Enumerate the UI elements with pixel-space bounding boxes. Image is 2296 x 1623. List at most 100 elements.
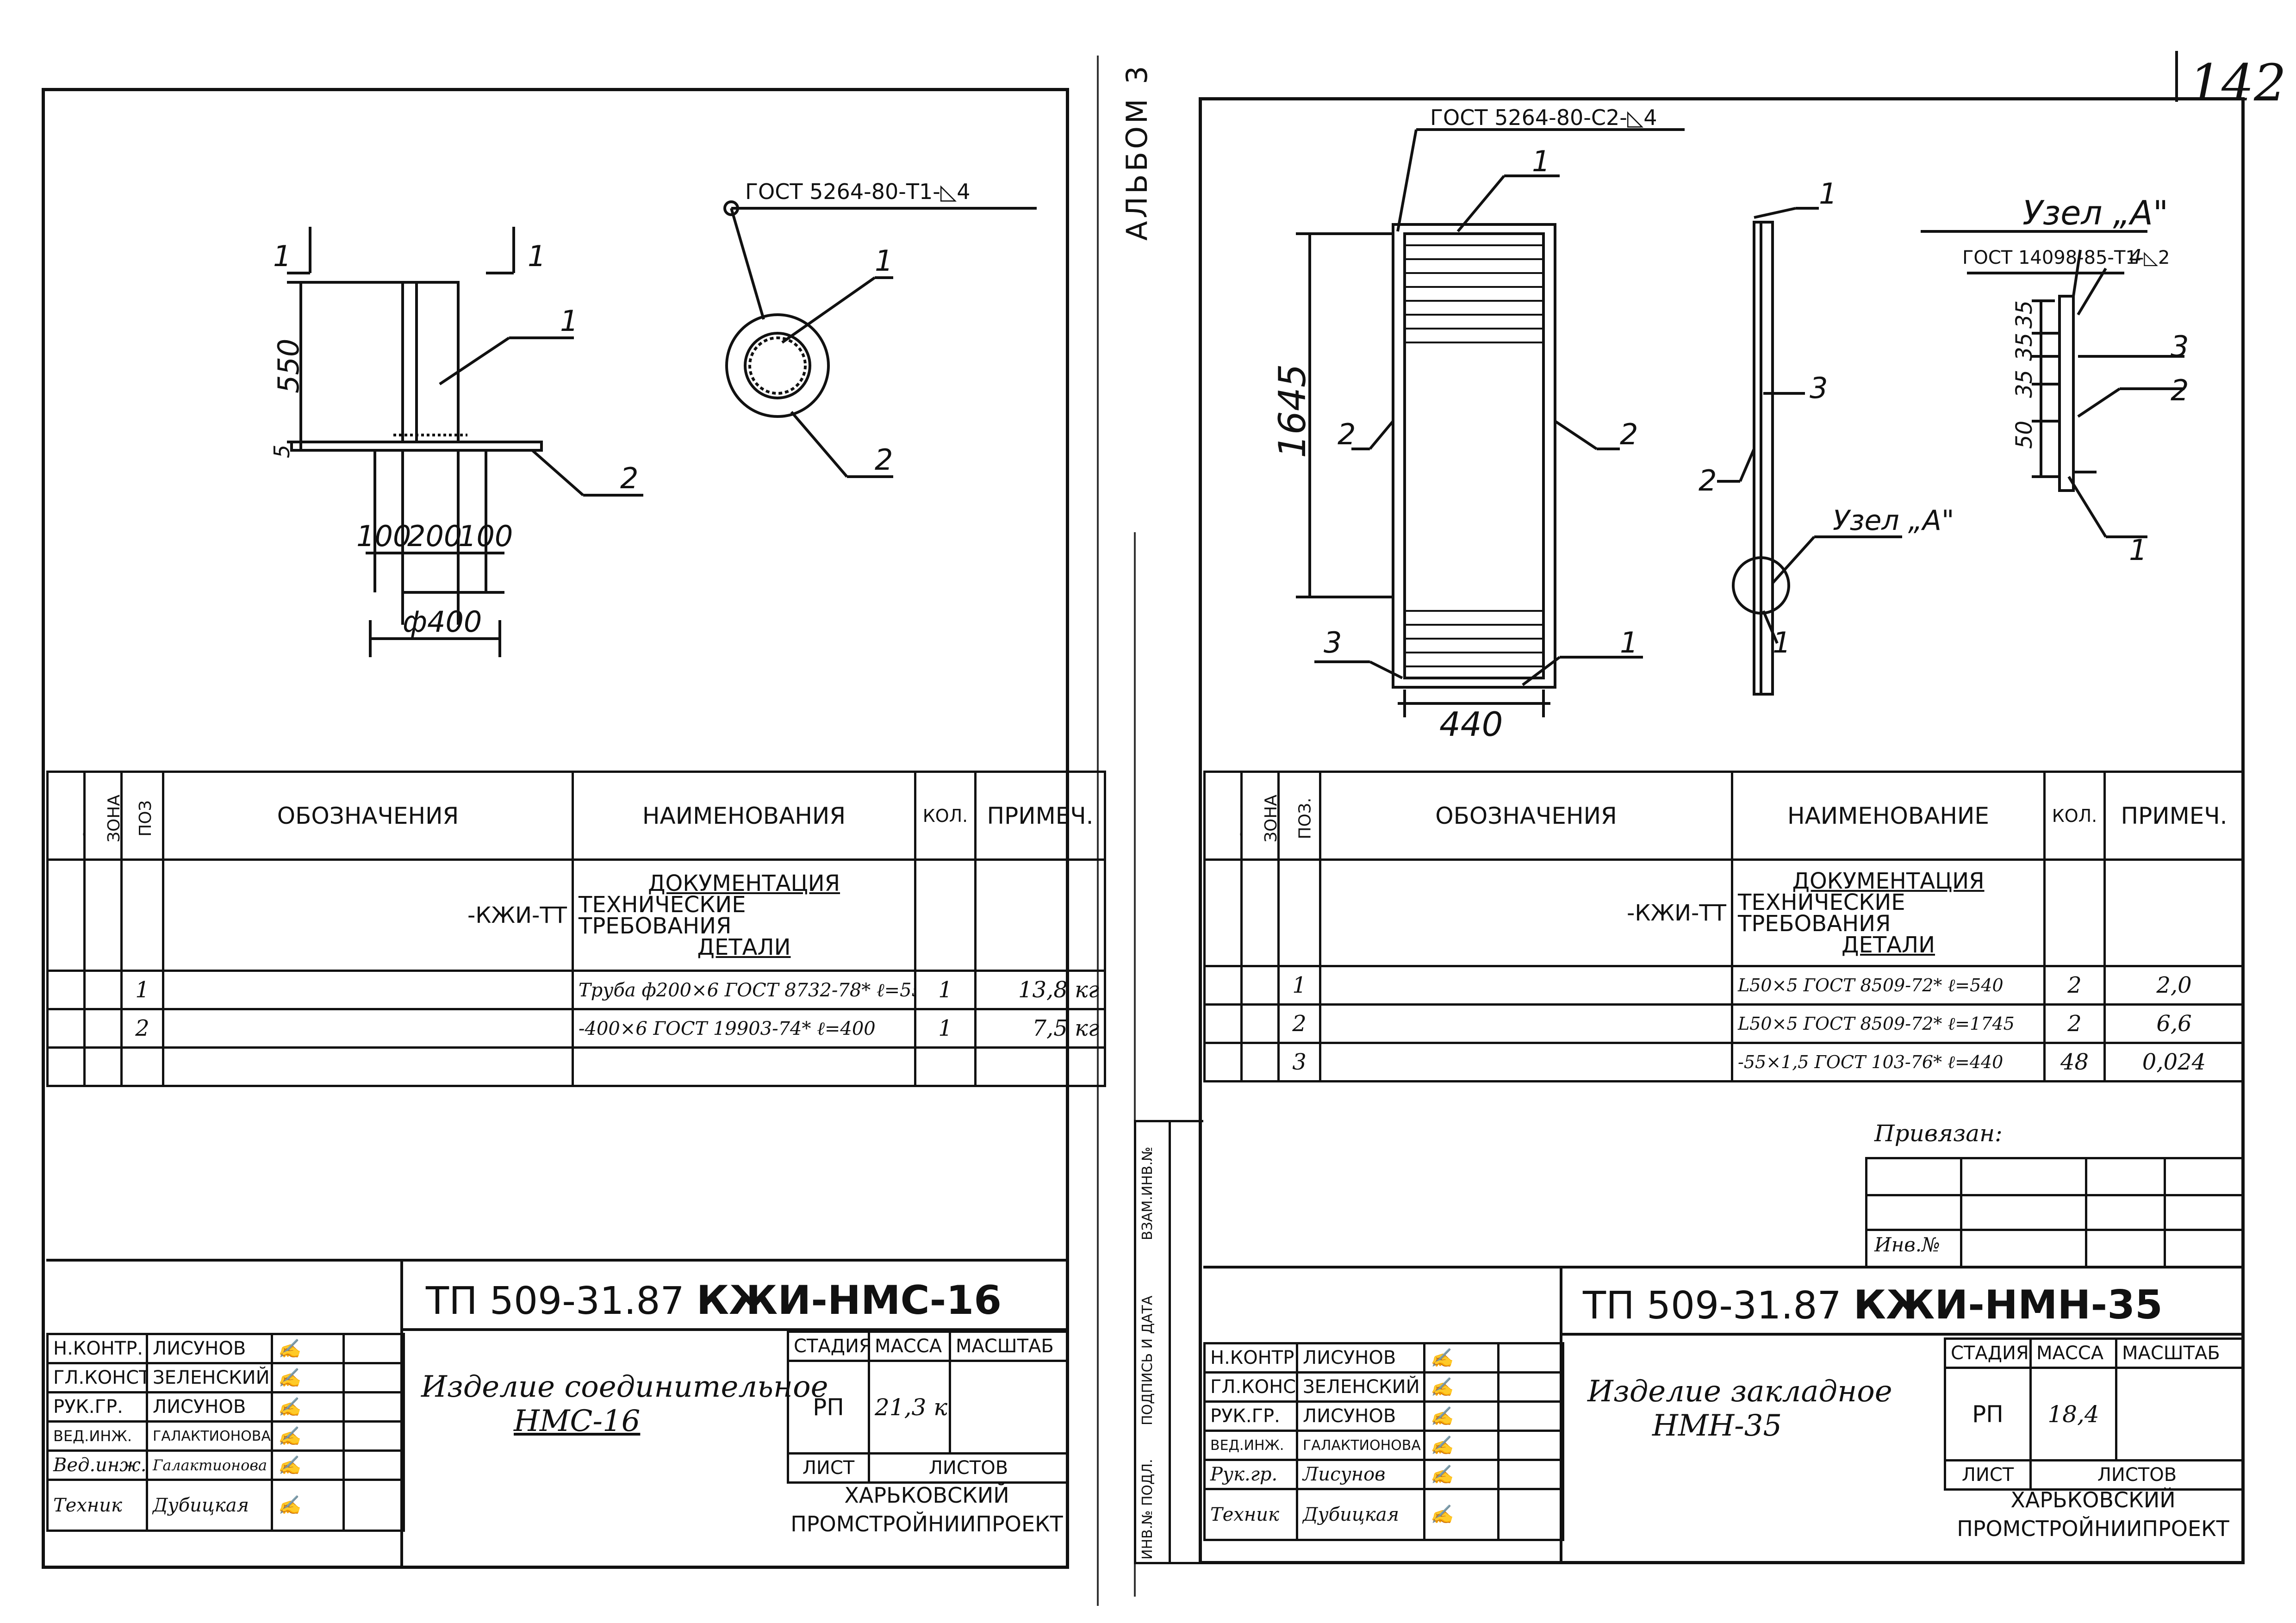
right-leader-label: 3 [1324, 626, 1342, 659]
left-sheets-label: ЛИСТОВ [868, 1452, 1069, 1484]
right-leader-label: 2 [1338, 417, 1356, 451]
left-dim-c: 100 [458, 519, 513, 553]
right-stamp-person: ЗЕЛЕНСКИЙ [1296, 1371, 1425, 1403]
right-stamp-person: Лисунов [1296, 1459, 1425, 1490]
right-stamp-role: Рук.гр. [1203, 1459, 1298, 1490]
right-leader-label: 2 [1699, 464, 1717, 497]
right-spec-row-pos: 1 [1277, 965, 1321, 1006]
right-binding-block: Привязан: Инв.№ [1865, 1111, 2245, 1266]
left-plan-leader-1: 1 [875, 244, 893, 278]
left-stamp-code: ТП 509-31.87 КЖИ-НМС-16 [426, 1277, 1002, 1324]
right-leader-label: 3 [1810, 371, 1828, 405]
left-spec-col-designation: ОБОЗНАЧЕНИЯ [162, 771, 574, 861]
right-stamp-signature: ✍ [1423, 1430, 1500, 1461]
left-spec-col-zone: ЗОНА [83, 771, 123, 861]
right-spec-col-format: ФОРМАТ [1203, 771, 1243, 861]
right-node-dim: 35 [2011, 370, 2037, 398]
left-spec-row-qty: 1 [914, 970, 977, 1010]
left-spec-col-name: НАИМЕНОВАНИЯ [572, 771, 916, 861]
right-spec-row-qty: 48 [2043, 1042, 2106, 1082]
left-spec-row-name: Труба ф200×6 ГОСТ 8732-78* ℓ=550 [572, 970, 916, 1010]
right-stage-label: СТАДИЯ [1944, 1337, 2032, 1369]
left-weld-note: ГОСТ 5264-80-Т1-◺4 [745, 179, 971, 204]
right-stamp-role-row: РУК.ГР.ЛИСУНОВ✍ [1203, 1400, 1564, 1432]
right-stamp-role: Техник [1203, 1488, 1298, 1541]
right-leader-label: 1 [1620, 626, 1638, 659]
right-stamp-divider-h [1560, 1333, 2242, 1336]
right-stamp-role: ГЛ.КОНСТ. [1203, 1371, 1298, 1403]
right-stamp-signature: ✍ [1423, 1488, 1500, 1541]
right-stamp-person: ЛИСУНОВ [1296, 1342, 1425, 1374]
left-leader-1: 1 [560, 304, 578, 338]
right-side-label: ПОДПИСЬ И ДАТА [1139, 1295, 1156, 1425]
right-spec-row-name: L50×5 ГОСТ 8509-72* ℓ=540 [1731, 965, 2046, 1006]
right-node-dim: 35 [2011, 300, 2037, 329]
right-node-title: Узел „А" [2022, 193, 2168, 232]
right-spec-doc-designation: -КЖИ-ТТ [1319, 858, 1733, 967]
right-weld-node: ГОСТ 14098-85-Т1-◺2 [1962, 247, 2170, 268]
right-stamp-person: ЛИСУНОВ [1296, 1400, 1425, 1432]
right-leader-label: 1 [1773, 626, 1791, 659]
left-spec-col-pos: ПОЗ [120, 771, 164, 861]
right-item-name-2: НМН-35 [1652, 1409, 1782, 1443]
left-stamp-person: ЛИСУНОВ [146, 1333, 273, 1364]
right-spec-row-pos: 3 [1277, 1042, 1321, 1082]
left-spec-doc-header: ДОКУМЕНТАЦИЯ [647, 870, 840, 896]
right-stage-value: РП [1944, 1367, 2032, 1461]
left-plan-leader-2: 2 [875, 443, 893, 477]
right-stamp-signature: ✍ [1423, 1400, 1500, 1432]
left-stamp-role-row: РУК.ГР.ЛИСУНОВ✍ [46, 1391, 405, 1423]
right-spec-doc-row: -КЖИ-ТТ ДОКУМЕНТАЦИЯ ТЕХНИЧЕСКИЕ ТРЕБОВА… [1203, 858, 2245, 967]
left-item-name-1: Изделие соединительное [421, 1370, 828, 1404]
right-stamp-role-row: ВЕД.ИНЖ.ГАЛАКТИОНОВА✍ [1203, 1430, 1564, 1461]
right-stamp-role: Н.КОНТР. [1203, 1342, 1298, 1374]
right-spec-row: 2 L50×5 ГОСТ 8509-72* ℓ=1745 2 6,6 [1203, 1003, 2245, 1044]
left-spec-table: ФОРМАТ ЗОНА ПОЗ ОБОЗНАЧЕНИЯ НАИМЕНОВАНИЯ… [46, 771, 1106, 1087]
right-side-strip-divider [1169, 1120, 1171, 1564]
left-stamp-person: ГАЛАКТИОНОВА [146, 1420, 273, 1452]
left-stamp-role: Н.КОНТР. [46, 1333, 148, 1364]
left-dim-diam: ф400 [403, 605, 482, 639]
right-scale-label: МАСШТАБ [2115, 1337, 2245, 1369]
left-stamp-person: Дубицкая [146, 1479, 273, 1532]
right-spec-row-qty: 2 [2043, 1003, 2106, 1044]
left-stamp-signature: ✍ [271, 1420, 345, 1452]
left-stamp-mark: КЖИ-НМС-16 [696, 1277, 1002, 1324]
left-spec-doc-name: ДОКУМЕНТАЦИЯ ТЕХНИЧЕСКИЕ ТРЕБОВАНИЯ ДЕТА… [572, 858, 916, 972]
right-spec-col-zone: ЗОНА [1240, 771, 1280, 861]
right-spec-doc-name-2: ТРЕБОВАНИЯ [1738, 910, 1891, 937]
left-org-1: ХАРЬКОВСКИЙ [844, 1483, 1009, 1508]
right-node-ref: Узел „А" [1833, 504, 1954, 537]
right-binding-inv: Инв.№ [1874, 1233, 1940, 1256]
left-stamp-role: Вед.инж. [46, 1449, 148, 1481]
left-spec-col-note: ПРИМЕЧ. [974, 771, 1106, 861]
right-binding-title: Привязан: [1874, 1120, 2003, 1147]
left-dim-a: 100 [356, 519, 411, 553]
left-spec-row-pos: 1 [120, 970, 164, 1010]
right-item-name: Изделие закладное НМН-35 [1587, 1374, 1892, 1443]
right-leader-label: 2 [1620, 417, 1638, 451]
right-spec-row: 1 L50×5 ГОСТ 8509-72* ℓ=540 2 2,0 [1203, 965, 2245, 1006]
left-section-label-left: 1 [273, 239, 291, 273]
left-stamp-roles: Н.КОНТР.ЛИСУНОВ✍ ГЛ.КОНСТ.ЗЕЛЕНСКИЙ✍ РУК… [46, 1333, 405, 1532]
left-section-label-right: 1 [528, 239, 546, 273]
left-stamp-person: ЛИСУНОВ [146, 1391, 273, 1423]
left-spec-details-header: ДЕТАЛИ [697, 934, 791, 960]
right-node-dim: 35 [2011, 333, 2037, 361]
left-stamp-role-row: Вед.инж.Галактионова✍ [46, 1449, 405, 1481]
right-dim-width: 440 [1439, 705, 1503, 744]
right-leader-label: 2 [2171, 373, 2189, 407]
right-spec-table: ФОРМАТ ЗОНА ПОЗ. ОБОЗНАЧЕНИЯ НАИМЕНОВАНИ… [1203, 771, 2245, 1082]
left-spec-row-qty: 1 [914, 1008, 977, 1049]
left-spec-row: 1 Труба ф200×6 ГОСТ 8732-78* ℓ=550 1 13,… [46, 970, 1106, 1010]
left-mass-value: 21,3 кг [868, 1360, 951, 1455]
right-spec-row-note: 0,024 [2103, 1042, 2245, 1082]
right-spec-col-designation: ОБОЗНАЧЕНИЯ [1319, 771, 1733, 861]
left-spec-row-note: 7,5 кг [974, 1008, 1106, 1049]
